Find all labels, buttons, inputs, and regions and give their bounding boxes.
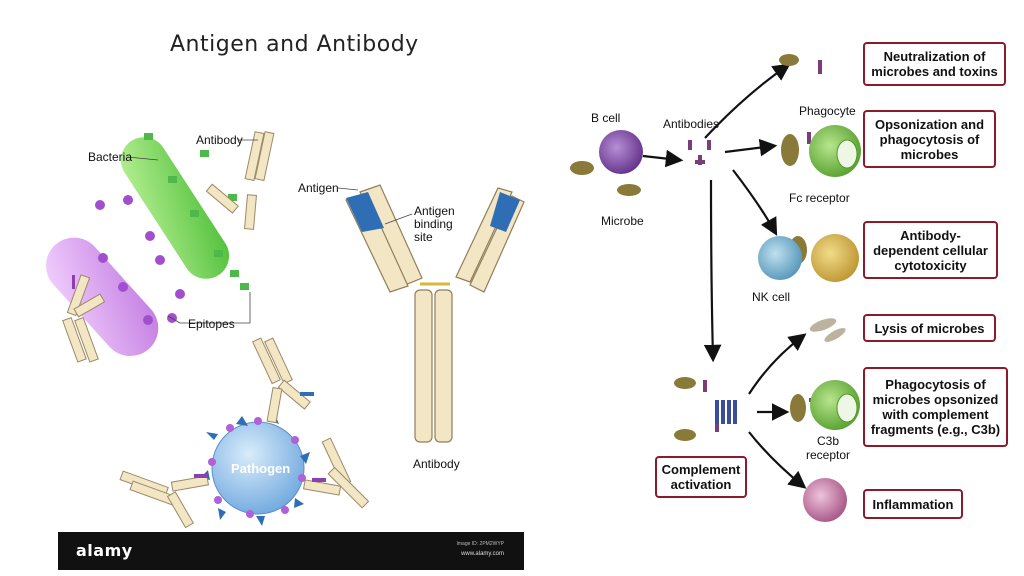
antibody-functions-panel: B cell Antibodies Microbe Phagocyte Fc r… (535, 0, 1024, 576)
epitopes-label: Epitopes (188, 317, 235, 331)
outcome-adcc: Antibody-dependent cellular cytotoxicity (863, 221, 998, 279)
antibody-functions-diagram (570, 54, 861, 522)
complement-complex (715, 400, 737, 424)
microbe-label: Microbe (601, 214, 644, 228)
nk-cell-label: NK cell (752, 290, 791, 304)
c3b-receptor-label: C3b receptor (805, 434, 851, 462)
lysed-microbe (809, 318, 846, 342)
outcome-opsonization: Opsonization and phagocytosis of microbe… (863, 110, 996, 168)
small-antibody-2 (62, 274, 106, 363)
pathogen-antibodies (119, 337, 370, 529)
large-antibody (345, 184, 525, 443)
antibodies-label: Antibodies (663, 117, 720, 131)
antigen-antibody-illustration (46, 131, 525, 529)
outcome-lysis: Lysis of microbes (863, 314, 996, 342)
inflammatory-cell (803, 478, 847, 522)
fc-receptor-label: Fc receptor (789, 191, 850, 205)
target-cell (811, 234, 859, 282)
phagocyte-label: Phagocyte (799, 104, 856, 118)
watermark-url: www.alamy.com (461, 551, 504, 557)
outcome-complement-phagocytosis: Phagocytosis of microbes opsonized with … (863, 367, 1008, 447)
pathogen-label: Pathogen (231, 461, 291, 476)
watermark-bar: alamy Image ID: 2PM2WYP www.alamy.com (58, 532, 524, 570)
antigen-label: Antigen (298, 181, 339, 195)
microbe (570, 54, 807, 441)
outcome-inflammation: Inflammation (863, 489, 963, 519)
watermark-image-id: Image ID: 2PM2WYP (456, 541, 504, 547)
small-antibody-1 (205, 131, 275, 230)
b-cell-label: B cell (591, 111, 621, 125)
bacteria-label: Bacteria (88, 150, 133, 164)
complement-activation-box: Complement activation (655, 456, 747, 498)
b-cell (599, 130, 643, 174)
alamy-logo: alamy (76, 541, 133, 560)
antibody-label-bottom: Antibody (413, 457, 460, 471)
antibody-label-top: Antibody (196, 133, 243, 147)
panel-title: Antigen and Antibody (170, 32, 419, 57)
green-bacterium (120, 133, 249, 290)
nk-cell (758, 236, 802, 280)
outcome-neutralization: Neutralization of microbes and toxins (863, 42, 1006, 86)
flow-arrows (642, 63, 807, 489)
antigen-antibody-panel: Antigen and Antibody (46, 32, 525, 570)
antigen-binding-site-label: Antigen binding site (414, 204, 455, 244)
leader-lines (127, 139, 413, 324)
